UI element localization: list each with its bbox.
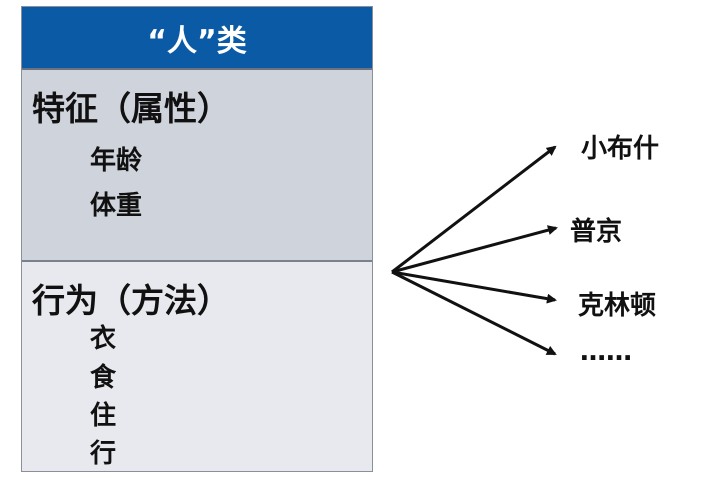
arrow-to-instance-3 <box>391 270 557 304</box>
method-item: 住 <box>90 401 117 431</box>
methods-section: 行为（方法） 衣 食 住 行 <box>22 262 372 471</box>
instance-label: 小布什 <box>581 134 660 164</box>
instance-label: 普京 <box>570 217 623 247</box>
arrow-to-instance-2 <box>391 225 558 274</box>
arrow-to-instance-1 <box>391 145 557 274</box>
arrow-to-instance-4 <box>391 270 557 356</box>
instance-label: …… <box>580 337 632 367</box>
class-box: “人”类 特征（属性） 年龄 体重 行为（方法） 衣 食 住 行 <box>21 6 373 472</box>
attributes-heading: 特征（属性） <box>32 89 230 128</box>
method-item: 行 <box>90 439 117 469</box>
method-item: 食 <box>90 363 117 393</box>
attributes-section: 特征（属性） 年龄 体重 <box>22 70 372 262</box>
instance-label: 克林顿 <box>578 291 657 321</box>
attribute-item: 体重 <box>90 191 143 221</box>
method-item: 衣 <box>90 324 117 354</box>
attribute-item: 年龄 <box>90 146 143 176</box>
class-title: “人”类 <box>22 7 372 70</box>
methods-heading: 行为（方法） <box>32 281 230 320</box>
